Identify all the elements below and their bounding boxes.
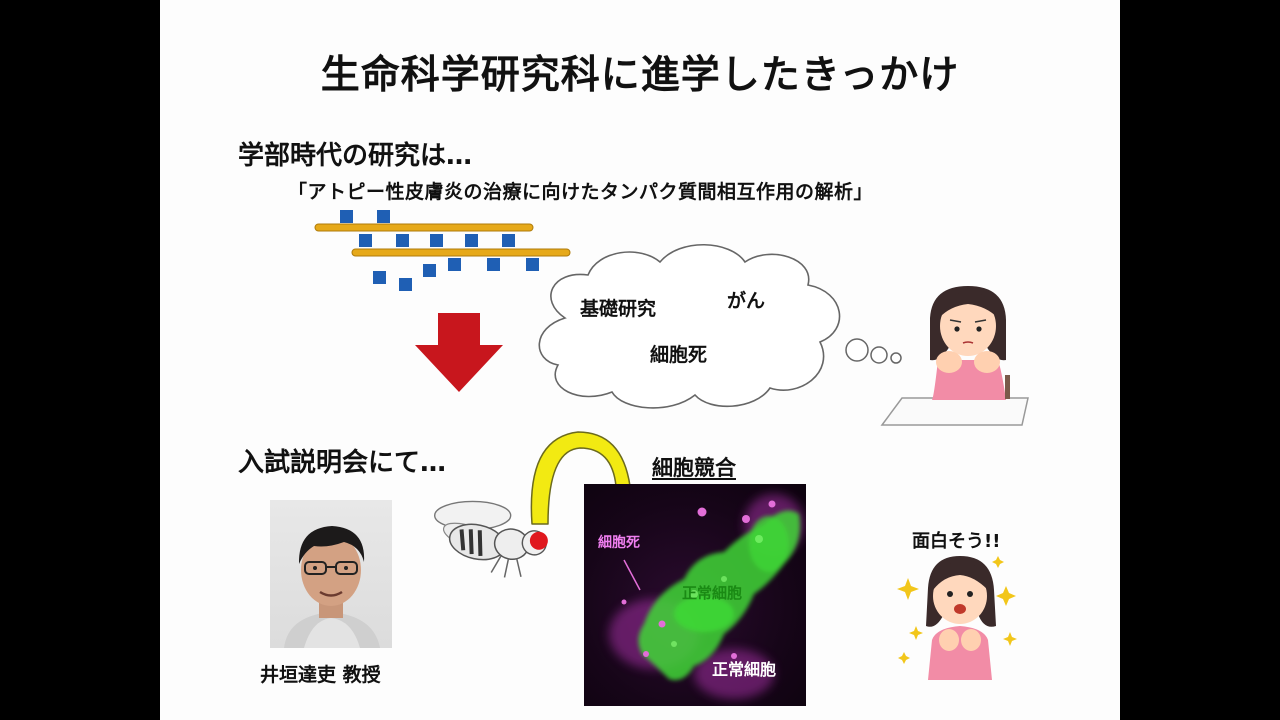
undergrad-project-title: 「アトピー性皮膚炎の治療に向けたタンパク質間相互作用の解析」 xyxy=(288,181,874,203)
cloud-word-basic-research: 基礎研究 xyxy=(580,298,657,320)
normal-cells-label-bottom: 正常細胞 xyxy=(712,660,777,679)
reaction-text: 面白そう!! xyxy=(912,531,1001,552)
cell-competition-heading: 細胞競合 xyxy=(652,456,736,480)
slide-title: 生命科学研究科に進学したきっかけ xyxy=(320,53,960,98)
professor-photo xyxy=(270,500,392,648)
cloud-word-cell-death: 細胞死 xyxy=(650,344,708,366)
cell-death-label: 細胞死 xyxy=(598,535,640,551)
undergrad-heading: 学部時代の研究は… xyxy=(238,141,473,171)
microscopy-image: 細胞死 正常細胞 正常細胞 xyxy=(584,484,806,706)
exam-briefing-heading: 入試説明会にて… xyxy=(238,448,447,478)
normal-cells-label-center: 正常細胞 xyxy=(682,584,743,602)
slide: 生命科学研究科に進学したきっかけ 学部時代の研究は… 「アトピー性皮膚炎の治療に… xyxy=(160,0,1120,720)
professor-caption: 井垣達吏 教授 xyxy=(260,664,381,686)
cloud-word-cancer: がん xyxy=(727,290,766,312)
